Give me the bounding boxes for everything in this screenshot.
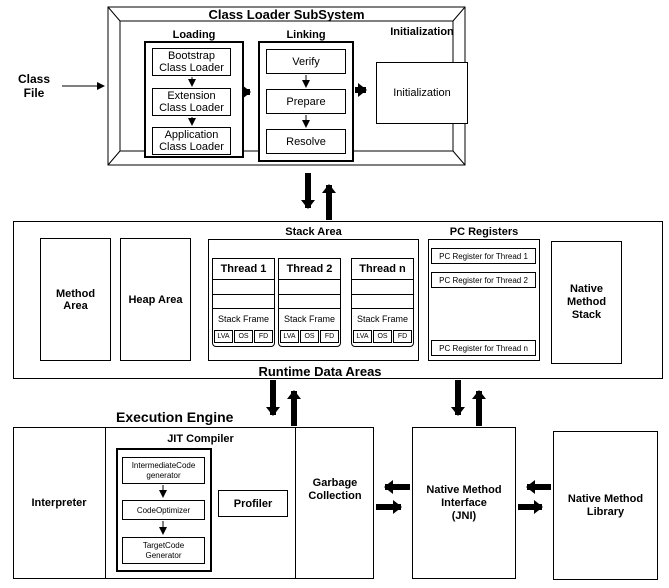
pc-register-thread-2: PC Register for Thread 2 bbox=[431, 272, 536, 288]
thread-row-divider bbox=[212, 308, 275, 309]
thread-row-divider bbox=[212, 294, 275, 295]
stack-frame-part: OS bbox=[300, 330, 319, 343]
stack-frame-part: LVA bbox=[353, 330, 372, 343]
initialization-box: Initialization bbox=[376, 62, 468, 124]
thread-name: Thread 2 bbox=[278, 258, 341, 280]
stack-frame-label: Stack Frame bbox=[217, 314, 269, 324]
profiler: Profiler bbox=[218, 490, 288, 517]
bootstrap-class-loader: Bootstrap Class Loader bbox=[152, 48, 231, 76]
class-file-label: Class File bbox=[17, 72, 51, 100]
code-optimizer: CodeOptimizer bbox=[122, 500, 205, 520]
verify-box: Verify bbox=[266, 49, 346, 74]
pc-registers-title: PC Registers bbox=[449, 226, 519, 238]
thread-row-divider bbox=[278, 308, 341, 309]
class-loader-title: Class Loader SubSystem bbox=[208, 7, 365, 22]
extension-class-loader: Extension Class Loader bbox=[152, 88, 231, 116]
application-class-loader: Application Class Loader bbox=[152, 127, 231, 155]
stack-frame-part: FD bbox=[320, 330, 339, 343]
native-method-interface: Native Method Interface (JNI) bbox=[412, 427, 516, 579]
intermediate-code-generator: IntermediateCode generator bbox=[122, 457, 205, 484]
target-code-generator: TargetCode Generator bbox=[122, 537, 205, 564]
stack-frame-part: OS bbox=[373, 330, 392, 343]
native-method-stack: Native Method Stack bbox=[551, 241, 622, 364]
loading-title: Loading bbox=[172, 29, 216, 41]
stack-frame-label: Stack Frame bbox=[356, 314, 408, 324]
thread-row-divider bbox=[351, 308, 414, 309]
thread-name: Thread n bbox=[351, 258, 414, 280]
heap-area: Heap Area bbox=[120, 238, 191, 361]
interpreter: Interpreter bbox=[31, 497, 87, 509]
garbage-collection: Garbage Collection bbox=[308, 477, 362, 502]
resolve-box: Resolve bbox=[266, 129, 346, 154]
pc-register-thread-1: PC Register for Thread 1 bbox=[431, 248, 536, 264]
stack-frame-part: LVA bbox=[214, 330, 233, 343]
execution-engine-title: Execution Engine bbox=[116, 409, 234, 425]
stack-frame-part: FD bbox=[254, 330, 273, 343]
initialization-title: Initialization bbox=[390, 26, 454, 38]
linking-title: Linking bbox=[286, 29, 326, 41]
thread-name: Thread 1 bbox=[212, 258, 275, 280]
native-method-library: Native Method Library bbox=[553, 431, 658, 580]
thread-row-divider bbox=[278, 294, 341, 295]
stack-frame-part: LVA bbox=[280, 330, 299, 343]
runtime-data-areas-title: Runtime Data Areas bbox=[258, 364, 382, 379]
jit-compiler-title: JIT Compiler bbox=[167, 433, 234, 445]
method-area: Method Area bbox=[40, 238, 111, 361]
stack-area-title: Stack Area bbox=[285, 226, 342, 238]
pc-register-thread-n: PC Register for Thread n bbox=[431, 340, 536, 356]
thread-row-divider bbox=[351, 294, 414, 295]
stack-frame-label: Stack Frame bbox=[283, 314, 335, 324]
stack-frame-part: FD bbox=[393, 330, 412, 343]
prepare-box: Prepare bbox=[266, 89, 346, 114]
stack-frame-part: OS bbox=[234, 330, 253, 343]
